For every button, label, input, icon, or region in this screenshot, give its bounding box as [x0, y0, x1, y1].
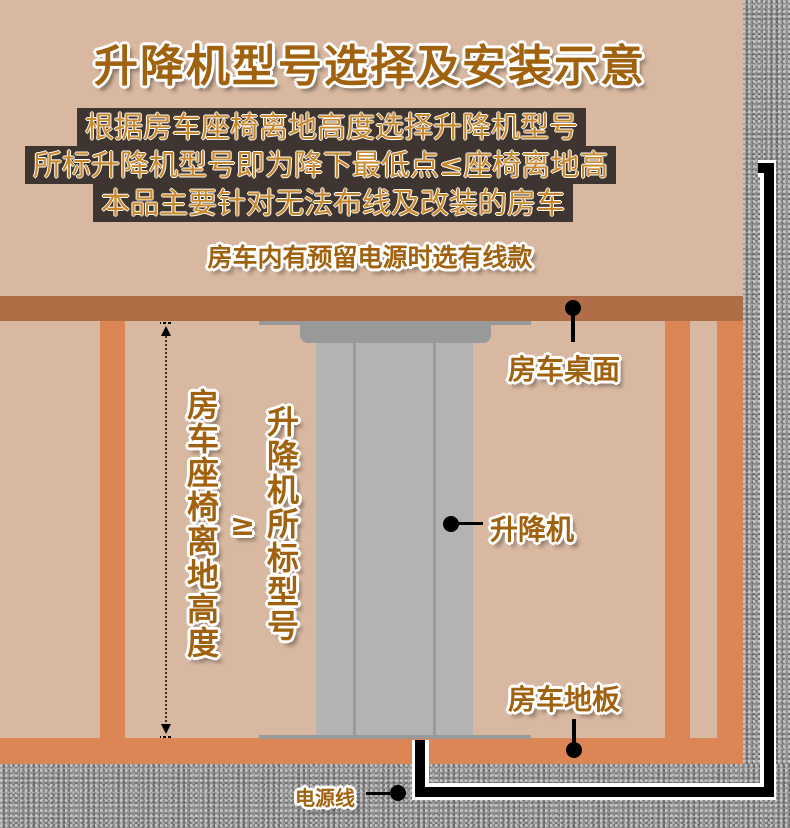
power-cord-label: 电源线 — [295, 786, 355, 810]
dimension-line — [158, 322, 174, 738]
floor — [0, 738, 743, 764]
lift-cap — [300, 321, 491, 343]
floor-marker — [566, 742, 582, 758]
left-leg — [100, 321, 125, 741]
comparator-symbol: ≥ — [230, 508, 256, 543]
lift-seam-right — [433, 343, 436, 738]
page-title: 升降机型号选择及安装示意 — [94, 41, 646, 92]
lift-column — [316, 343, 473, 738]
table-top-label: 房车桌面 — [508, 353, 621, 386]
right-leg-inner — [665, 321, 690, 741]
lift-label: 升降机 — [490, 513, 575, 546]
lift-model-label: 升降机所标型号 — [262, 405, 300, 643]
table-top — [0, 296, 743, 321]
note-line-2: 所标升降机型号即为降下最低点≤座椅离地高 — [25, 146, 617, 184]
floor-leader — [572, 719, 576, 744]
seat-height-label: 房车座椅离地高度 — [182, 388, 220, 660]
lift-seam-left — [353, 343, 356, 738]
note-line-3: 本品主要针对无法布线及改装的房车 — [93, 184, 574, 222]
note-line-1: 根据房车座椅离地高度选择升降机型号 — [77, 108, 587, 146]
lift-leader — [455, 522, 483, 525]
right-leg-outer — [717, 321, 743, 741]
lift-marker — [443, 516, 459, 532]
table-top-marker — [565, 300, 581, 316]
power-cord — [411, 159, 778, 801]
floor-label: 房车地板 — [508, 683, 621, 716]
power-cord-marker — [390, 785, 406, 801]
lift-bottom-plate — [259, 735, 531, 739]
subtitle: 房车内有预留电源时选有线款 — [207, 243, 533, 272]
table-top-leader — [571, 312, 575, 342]
power-cord-leader — [366, 792, 394, 795]
